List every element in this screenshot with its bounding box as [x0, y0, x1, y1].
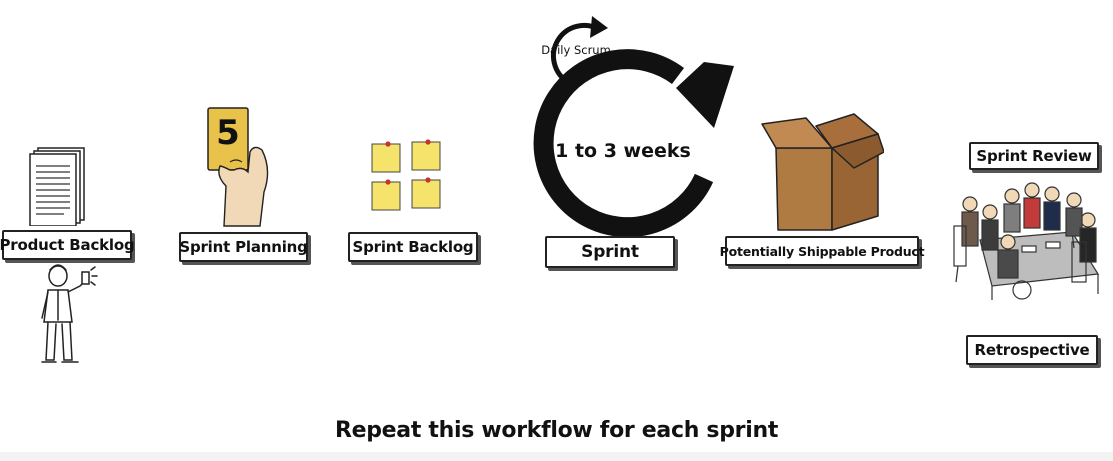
daily-scrum-label: Daily Scrum — [541, 43, 611, 57]
potentially-shippable-product-label: Potentially Shippable Product — [720, 236, 925, 266]
team-meeting-icon — [953, 182, 1100, 300]
planning-card-number: 5 — [216, 113, 240, 153]
sticky-notes-icon — [371, 139, 441, 211]
sprint-backlog-label: Sprint Backlog — [348, 232, 478, 262]
planning-poker-card-hand-icon: 5 — [207, 107, 269, 227]
product-owner-figure-icon — [41, 264, 98, 363]
sprint-cycle-arrows-icon: Daily Scrum 1 to 3 weeks — [533, 16, 734, 238]
bottom-strip — [0, 452, 1113, 461]
product-backlog-label: Product Backlog — [0, 230, 135, 260]
sprint-label: Sprint — [545, 236, 675, 268]
workflow-footer-caption: Repeat this workflow for each sprint — [334, 418, 779, 443]
cardboard-box-icon — [761, 113, 884, 231]
sprint-planning-label: Sprint Planning — [179, 232, 308, 262]
retrospective-label: Retrospective — [966, 335, 1098, 365]
document-stack-icon — [29, 147, 85, 226]
sprint-review-label: Sprint Review — [969, 142, 1099, 170]
cycle-duration-label: 1 to 3 weeks — [555, 140, 691, 162]
